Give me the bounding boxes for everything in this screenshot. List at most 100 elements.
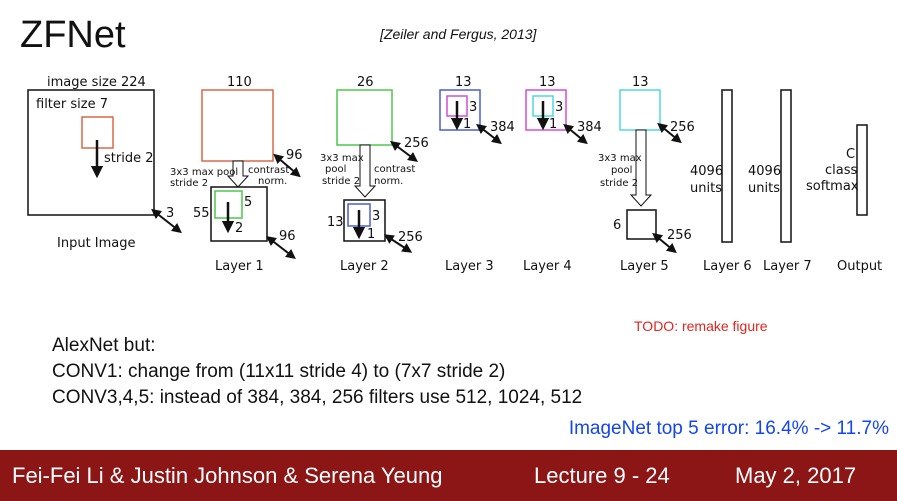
footer-date: May 2, 2017 (735, 463, 857, 488)
layer5-pool-line2: pool (611, 165, 632, 176)
layer3-block: 13 3 1 384 Layer 3 (439, 75, 515, 274)
layer2-conv-output-box (336, 89, 393, 146)
layer5-pool-line3: stride 2 (600, 178, 638, 189)
layer2-bottom-depth: 256 (398, 230, 423, 245)
description-line-1: AlexNet but: (52, 335, 156, 356)
layer7-line1: 4096 (748, 164, 781, 179)
layer3-size: 13 (455, 75, 472, 90)
description-line-2: CONV1: change from (11x11 stride 4) to (… (52, 361, 506, 382)
description-line-3: CONV3,4,5: instead of 384, 384, 256 filt… (52, 387, 583, 408)
layer2-top-depth: 256 (404, 136, 429, 151)
output-line1: C (846, 147, 855, 162)
layer1-top-depth-arrow (273, 153, 301, 178)
input-depth-label: 3 (166, 206, 174, 221)
layer1-top-depth: 96 (286, 148, 303, 163)
layer2-bottom-size: 13 (327, 215, 344, 230)
layer2-top-depth-arrow (390, 141, 418, 162)
todo-note: TODO: remake figure (634, 318, 768, 334)
input-image-box (27, 89, 155, 216)
citation: [Zeiler and Fergus, 2013] (380, 26, 537, 42)
layer1-contrast-line2: norm. (258, 176, 287, 187)
layer2-bottom-depth-arrow (383, 234, 413, 253)
layer4-filter-size: 3 (555, 100, 563, 115)
layer4-depth-arrow (563, 123, 588, 145)
footer-bar: Fei-Fei Li & Justin Johnson & Serena Yeu… (0, 450, 897, 501)
layer6-line2: units (690, 181, 722, 196)
layer3-depth-arrow (476, 123, 502, 145)
description-text: AlexNet but: CONV1: change from (11x11 s… (52, 333, 582, 411)
layer4-filter-stride: 1 (549, 117, 557, 132)
slide-title: ZFNet (20, 14, 126, 56)
layer5-bottom-size: 6 (613, 218, 621, 233)
input-depth-arrow (151, 208, 182, 234)
layer5-caption: Layer 5 (620, 259, 669, 274)
layer2-contrast-line2: norm. (374, 176, 403, 187)
layer7-fc-bar (780, 89, 792, 243)
layer3-caption: Layer 3 (445, 259, 494, 274)
layer2-block: 26 256 3x3 max pool stride 2 contrast no… (320, 75, 429, 274)
layer2-contrast-line1: contrast (374, 164, 415, 175)
layer3-filter-stride: 1 (463, 117, 471, 132)
layer5-pooled-box (626, 209, 657, 240)
layer7-line2: units (748, 181, 780, 196)
layer1-bottom-size: 55 (193, 206, 210, 221)
layer1-filter-size: 5 (244, 195, 252, 210)
layer1-pooled-box (210, 186, 268, 242)
input-stride-label: stride 2 (104, 151, 153, 166)
layer7-caption: Layer 7 (763, 259, 812, 274)
layer5-top-size: 13 (632, 75, 649, 90)
layer4-size: 13 (539, 75, 556, 90)
layer2-pool-line3: stride 2 (322, 176, 360, 187)
layer4-caption: Layer 4 (523, 259, 572, 274)
layer5-conv-box (619, 89, 661, 131)
layer1-bottom-depth: 96 (279, 229, 296, 244)
footer-authors: Fei-Fei Li & Justin Johnson & Serena Yeu… (12, 463, 443, 488)
layer2-caption: Layer 2 (340, 259, 389, 274)
layer2-filter-size: 3 (372, 209, 380, 224)
layer6-line1: 4096 (690, 164, 723, 179)
layer5-top-depth: 256 (670, 120, 695, 135)
layer5-pool-arrow (629, 129, 653, 207)
layer2-pooled-box (343, 199, 386, 242)
layer7-block: 4096 units Layer 7 (748, 89, 812, 274)
layer5-bottom-depth: 256 (667, 228, 692, 243)
layer4-depth: 384 (577, 120, 602, 135)
layer2-pool-line2: pool (325, 164, 346, 175)
layer1-caption: Layer 1 (215, 259, 264, 274)
layer2-pool-line1: 3x3 max (320, 153, 364, 164)
output-caption: Output (837, 259, 882, 274)
layer6-caption: Layer 6 (703, 259, 752, 274)
layer5-top-depth-arrow (657, 122, 682, 144)
input-filter-label: filter size 7 (36, 97, 108, 112)
layer3-depth: 384 (490, 120, 515, 135)
output-line3: softmax (806, 179, 859, 194)
layer2-filter-stride: 1 (367, 227, 375, 242)
output-line2: class (825, 163, 857, 178)
layer1-block: 110 96 3x3 max pool stride 2 contrast no… (170, 75, 303, 274)
layer1-pool-line1: 3x3 max pool (170, 167, 238, 178)
footer-lecture: Lecture 9 - 24 (534, 463, 670, 488)
layer6-fc-bar (721, 89, 733, 243)
output-softmax-bar (856, 124, 868, 216)
layer1-bottom-depth-arrow (266, 235, 296, 260)
layer1-filter-stride: 2 (235, 221, 243, 236)
diagram-canvas: image size 224 filter size 7 stride 2 3 … (27, 75, 882, 274)
layer1-contrast-line1: contrast (248, 165, 289, 176)
layer4-block: 13 3 1 384 Layer 4 (523, 75, 602, 274)
zfnet-architecture-diagram: image size 224 filter size 7 stride 2 3 … (0, 60, 897, 320)
layer1-top-size: 110 (227, 75, 252, 90)
layer1-pool-line2: stride 2 (170, 178, 208, 189)
input-size-label: image size 224 (47, 75, 146, 90)
layer5-pool-line1: 3x3 max (598, 153, 642, 164)
layer3-filter-size: 3 (469, 100, 477, 115)
input-block: image size 224 filter size 7 stride 2 3 … (27, 75, 182, 251)
layer5-block: 13 256 3x3 max pool stride 2 6 256 Layer… (598, 75, 695, 274)
layer2-pool-arrow (353, 144, 377, 198)
layer1-pool-arrow (226, 160, 250, 188)
layer1-conv-output-box (201, 89, 274, 162)
imagenet-error-result: ImageNet top 5 error: 16.4% -> 11.7% (568, 418, 889, 439)
layer2-top-size: 26 (357, 75, 374, 90)
layer5-bottom-depth-arrow (652, 232, 677, 254)
input-caption: Input Image (57, 236, 136, 251)
output-block: C class softmax Output (806, 124, 882, 274)
